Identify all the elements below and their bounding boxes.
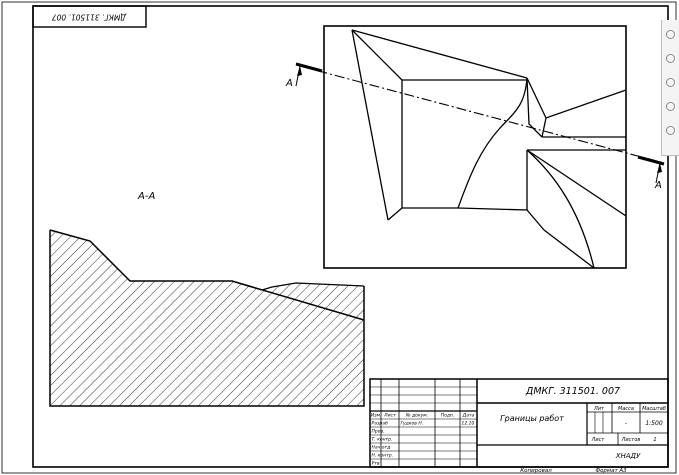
tb-sheet-value: 1 xyxy=(653,437,657,443)
tb-developer-date: 12.10 xyxy=(462,421,475,427)
cut-marker-right: А xyxy=(654,180,662,191)
plan-view xyxy=(323,25,627,269)
tb-title: Границы работ xyxy=(500,414,564,423)
tb-role-nachotd: Нач.отд xyxy=(372,445,391,451)
tb-role-prov: Пров. xyxy=(372,429,385,435)
tb-ch-date: Дата xyxy=(462,413,475,419)
title-block xyxy=(369,378,669,468)
zoom-out-icon[interactable] xyxy=(666,54,675,63)
tb-header-mass: Масса xyxy=(618,406,634,412)
fit-icon[interactable] xyxy=(666,102,675,111)
tb-header-sheet: Лист xyxy=(591,437,606,443)
tb-role-razrab: Разраб xyxy=(372,421,388,427)
tb-ch-list: Лист xyxy=(383,413,396,419)
stamp-code-text: ДМКГ. 311501. 007 xyxy=(52,13,128,22)
tb-ch-izm: Изм xyxy=(371,413,381,419)
tb-lit-value: - xyxy=(625,420,627,427)
tb-header-lit: Лит xyxy=(593,406,605,412)
rotate-icon[interactable] xyxy=(666,126,675,135)
zoom-in-icon[interactable] xyxy=(666,30,675,39)
section-profile xyxy=(49,229,365,407)
drawing-frame xyxy=(32,5,669,468)
tb-org: ХНАДУ xyxy=(615,452,641,460)
tb-role-utv: Утв xyxy=(372,461,380,467)
tb-header-scale: Масштаб xyxy=(642,406,666,412)
tb-scale-value: 1:500 xyxy=(645,420,662,427)
tb-role-nkontr: Н. контр. xyxy=(372,453,394,459)
tb-doc-code: ДМКГ. 311501. 007 xyxy=(525,386,620,397)
tb-ch-sign: Подп. xyxy=(441,413,455,419)
section-line-a-a xyxy=(295,62,665,184)
tb-header-sheets: Листов xyxy=(621,437,641,443)
pan-icon[interactable] xyxy=(666,78,675,87)
footer-copied: Копировал xyxy=(520,468,552,474)
tb-ch-doc: № докум. xyxy=(405,413,428,419)
tb-developer-name: Гудков Н. xyxy=(401,421,424,427)
side-toolbar xyxy=(661,20,679,156)
footer-format: Формат А3 xyxy=(595,468,627,474)
document-code-stamp: ДМКГ. 311501. 007 xyxy=(32,5,147,28)
cut-marker-left: А xyxy=(285,78,293,89)
section-title: А-А xyxy=(137,191,155,202)
tb-role-tkontr: Т. контр. xyxy=(372,437,393,443)
